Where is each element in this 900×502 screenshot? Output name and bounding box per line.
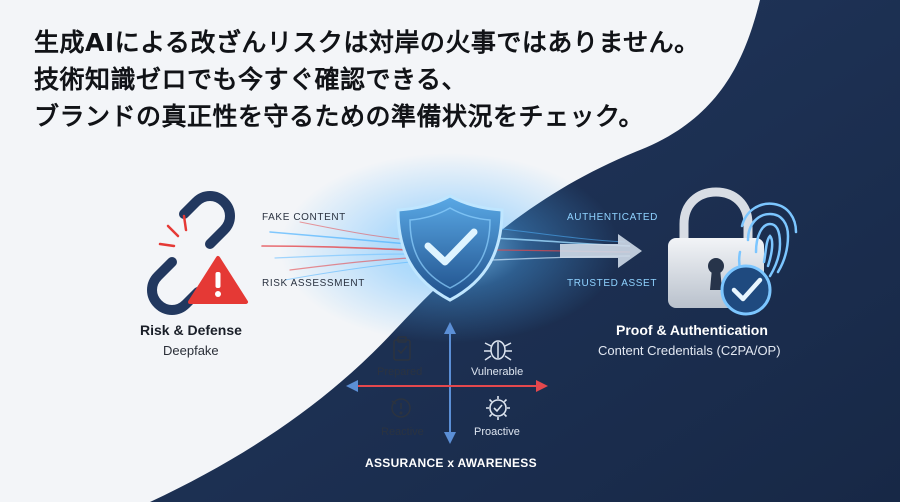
headline-line-2: 技術知識ゼロでも今すぐ確認できる、 xyxy=(34,65,468,94)
data-stream-left xyxy=(261,221,411,281)
fake-content-label: FAKE CONTENT xyxy=(262,212,346,223)
broken-link-icon xyxy=(147,191,235,315)
risk-assessment-label: RISK ASSESSMENT xyxy=(262,278,365,289)
warning-icon xyxy=(188,256,248,304)
check-badge-icon xyxy=(720,264,772,316)
matrix-axes xyxy=(346,322,548,444)
matrix-axis-title: ASSURANCE x AWARENESS xyxy=(365,456,537,470)
bug-icon xyxy=(484,340,512,361)
deepfake-subtitle: Deepfake xyxy=(163,343,219,358)
break-sparks xyxy=(158,214,188,248)
content-credentials-subtitle: Content Credentials (C2PA/OP) xyxy=(598,343,781,358)
alert-clock-icon xyxy=(391,398,411,418)
clipboard-icon xyxy=(393,336,411,361)
quadrant-vulnerable: Vulnerable xyxy=(471,366,524,378)
quadrant-proactive: Proactive xyxy=(474,426,520,438)
flow-arrow xyxy=(560,234,642,268)
headline-line-3: ブランドの真正性を守るための準備状況をチェック。 xyxy=(34,102,645,131)
quadrant-reactive: Reactive xyxy=(381,426,424,438)
risk-defense-title: Risk & Defense xyxy=(140,322,242,338)
gear-check-icon xyxy=(486,396,510,420)
proof-authentication-title: Proof & Authentication xyxy=(616,322,768,338)
quadrant-prepared: Prepared xyxy=(377,366,423,378)
headline: 生成AIによる改ざんリスクは対岸の火事ではありません。 技術知識ゼロでも今すぐ確… xyxy=(34,24,700,135)
shield-check-icon xyxy=(396,194,504,302)
headline-line-1: 生成AIによる改ざんリスクは対岸の火事ではありません。 xyxy=(34,28,700,57)
authenticated-label: AUTHENTICATED xyxy=(567,212,658,223)
fingerprint-icon xyxy=(737,202,798,282)
trusted-asset-label: TRUSTED ASSET xyxy=(567,278,658,289)
